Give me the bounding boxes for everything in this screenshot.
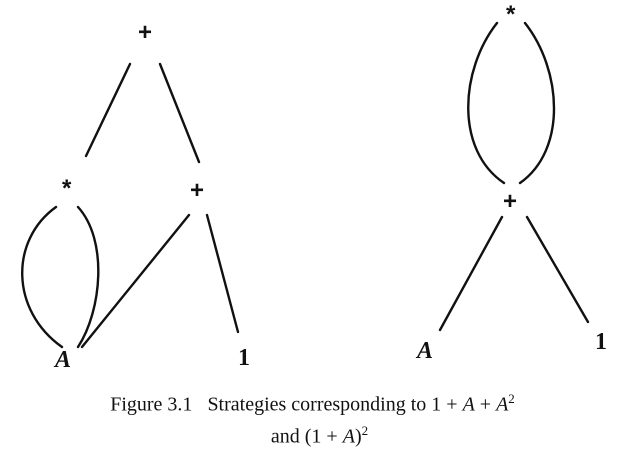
left-sum-plus: +	[190, 177, 204, 204]
right-leaf-one: 1	[595, 329, 607, 355]
left-root-plus: +	[138, 19, 152, 46]
caption-expr-1a: 1 +	[431, 393, 463, 416]
right-arc-left	[467, 21, 506, 185]
caption-line-1: Figure 3.1 Strategies corresponding to 1…	[0, 386, 625, 418]
figure-caption: Figure 3.1 Strategies corresponding to 1…	[0, 386, 625, 449]
right-edge-sum-to-a	[438, 215, 504, 332]
caption-line-2: and (1 + A)2	[0, 418, 625, 450]
right-tree: * + A 1	[415, 1, 607, 364]
left-mult-star: *	[62, 175, 72, 202]
left-mult-arc-right	[76, 205, 100, 349]
caption-and: and (1 +	[270, 425, 343, 448]
caption-text: Strategies corresponding to	[207, 393, 432, 416]
left-edge-root-to-mult	[84, 62, 132, 158]
caption-expr-var-1: A	[462, 393, 475, 416]
left-edge-sum-to-one	[205, 213, 240, 334]
left-edge-sum-to-a	[80, 213, 191, 349]
caption-label: Figure 3.1	[110, 393, 193, 416]
caption-expr-sup-2: 2	[361, 422, 369, 438]
left-edge-root-to-sum	[158, 62, 201, 164]
right-leaf-a: A	[415, 338, 433, 364]
left-tree: + * + A 1	[21, 19, 250, 373]
caption-expr-1c: +	[474, 393, 497, 416]
left-leaf-a: A	[53, 347, 71, 373]
left-leaf-one: 1	[238, 345, 250, 371]
caption-expr-var-2: A	[496, 393, 509, 416]
right-sum-plus: +	[503, 188, 517, 215]
left-mult-arc-left	[21, 205, 64, 349]
caption-close-paren: )	[354, 425, 362, 448]
right-edge-sum-to-one	[525, 215, 590, 324]
right-root-star: *	[506, 1, 516, 28]
caption-expr-var-3: A	[342, 425, 355, 448]
right-arc-right	[518, 21, 556, 185]
caption-expr-sup-1: 2	[508, 391, 515, 406]
